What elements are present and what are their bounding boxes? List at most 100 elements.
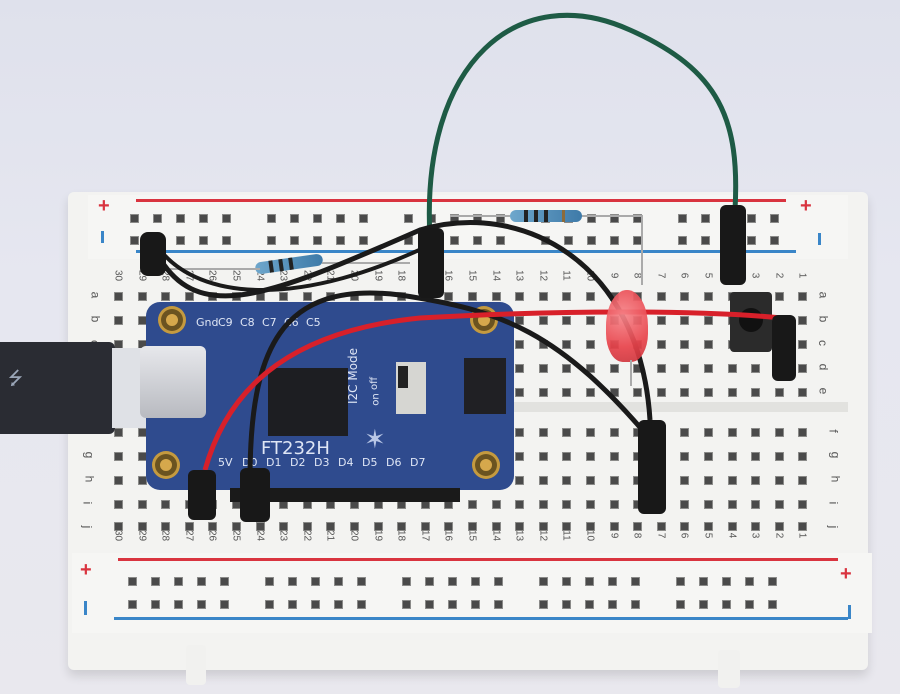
- breadboard-hole[interactable]: [633, 500, 643, 509]
- breadboard-hole[interactable]: [450, 214, 459, 223]
- breadboard-hole[interactable]: [704, 292, 713, 301]
- breadboard-hole[interactable]: [290, 236, 299, 245]
- breadboard-hole[interactable]: [176, 236, 185, 245]
- breadboard-hole[interactable]: [751, 388, 761, 397]
- breadboard-hole[interactable]: [265, 577, 274, 586]
- breadboard-hole[interactable]: [151, 600, 160, 609]
- breadboard-hole[interactable]: [538, 522, 548, 531]
- breadboard-hole[interactable]: [137, 500, 147, 509]
- breadboard-hole[interactable]: [373, 500, 383, 509]
- breadboard-hole[interactable]: [302, 500, 312, 509]
- breadboard-hole[interactable]: [722, 577, 731, 586]
- breadboard-hole[interactable]: [798, 340, 808, 349]
- breadboard-hole[interactable]: [184, 522, 194, 531]
- breadboard-hole[interactable]: [326, 522, 336, 531]
- breadboard-hole[interactable]: [161, 500, 171, 509]
- breadboard-hole[interactable]: [137, 522, 147, 531]
- breadboard-hole[interactable]: [586, 316, 595, 325]
- breadboard-hole[interactable]: [678, 214, 687, 223]
- breadboard-hole[interactable]: [751, 522, 761, 531]
- breadboard-hole[interactable]: [473, 236, 482, 245]
- breadboard-hole[interactable]: [255, 522, 265, 531]
- breadboard-hole[interactable]: [515, 500, 525, 509]
- breadboard-hole[interactable]: [404, 214, 413, 223]
- breadboard-hole[interactable]: [491, 500, 501, 509]
- breadboard-hole[interactable]: [161, 292, 171, 301]
- breadboard-hole[interactable]: [176, 214, 185, 223]
- breadboard-hole[interactable]: [515, 388, 525, 397]
- breadboard-hole[interactable]: [311, 600, 320, 609]
- breadboard-hole[interactable]: [586, 452, 595, 461]
- breadboard-hole[interactable]: [633, 428, 643, 437]
- breadboard-hole[interactable]: [608, 600, 617, 609]
- breadboard-hole[interactable]: [798, 388, 808, 397]
- breadboard-hole[interactable]: [562, 428, 572, 437]
- breadboard-hole[interactable]: [222, 236, 231, 245]
- breadboard-hole[interactable]: [610, 236, 619, 245]
- breadboard-hole[interactable]: [444, 500, 454, 509]
- breadboard-hole[interactable]: [279, 522, 289, 531]
- breadboard-hole[interactable]: [137, 292, 147, 301]
- breadboard-hole[interactable]: [538, 428, 548, 437]
- breadboard-hole[interactable]: [397, 522, 407, 531]
- breadboard-hole[interactable]: [586, 388, 595, 397]
- breadboard-hole[interactable]: [704, 522, 713, 531]
- breadboard-hole[interactable]: [798, 452, 808, 461]
- breadboard-hole[interactable]: [473, 214, 482, 223]
- breadboard-hole[interactable]: [208, 522, 218, 531]
- breadboard-hole[interactable]: [564, 236, 573, 245]
- breadboard-hole[interactable]: [656, 292, 666, 301]
- breadboard-hole[interactable]: [425, 600, 434, 609]
- breadboard-hole[interactable]: [267, 236, 276, 245]
- breadboard-hole[interactable]: [798, 292, 808, 301]
- breadboard-hole[interactable]: [538, 452, 548, 461]
- breadboard-hole[interactable]: [539, 577, 548, 586]
- breadboard-hole[interactable]: [471, 577, 480, 586]
- breadboard-hole[interactable]: [727, 500, 737, 509]
- breadboard-hole[interactable]: [774, 500, 784, 509]
- breadboard-hole[interactable]: [137, 428, 147, 437]
- breadboard-hole[interactable]: [448, 600, 457, 609]
- breadboard-hole[interactable]: [798, 316, 808, 325]
- breadboard-hole[interactable]: [114, 316, 123, 325]
- breadboard-hole[interactable]: [350, 522, 359, 531]
- breadboard-hole[interactable]: [128, 600, 137, 609]
- breadboard-hole[interactable]: [220, 600, 229, 609]
- breadboard-hole[interactable]: [220, 577, 229, 586]
- breadboard-hole[interactable]: [704, 316, 713, 325]
- breadboard-hole[interactable]: [496, 236, 505, 245]
- breadboard-hole[interactable]: [798, 522, 808, 531]
- breadboard-hole[interactable]: [359, 236, 368, 245]
- breadboard-hole[interactable]: [538, 388, 548, 397]
- breadboard-hole[interactable]: [494, 577, 503, 586]
- breadboard-hole[interactable]: [562, 364, 572, 373]
- breadboard-hole[interactable]: [586, 340, 595, 349]
- breadboard-hole[interactable]: [586, 428, 595, 437]
- breadboard-hole[interactable]: [704, 500, 713, 509]
- breadboard-hole[interactable]: [128, 577, 137, 586]
- breadboard-hole[interactable]: [798, 364, 808, 373]
- breadboard-hole[interactable]: [184, 292, 194, 301]
- breadboard-hole[interactable]: [633, 476, 643, 485]
- breadboard-hole[interactable]: [656, 364, 666, 373]
- breadboard-hole[interactable]: [676, 577, 685, 586]
- breadboard-hole[interactable]: [313, 236, 322, 245]
- breadboard-hole[interactable]: [680, 452, 690, 461]
- breadboard-hole[interactable]: [633, 452, 643, 461]
- breadboard-hole[interactable]: [420, 500, 430, 509]
- i2c-mode-switch[interactable]: [396, 362, 426, 414]
- breadboard-hole[interactable]: [137, 452, 147, 461]
- breadboard-hole[interactable]: [774, 476, 784, 485]
- breadboard-hole[interactable]: [656, 340, 666, 349]
- breadboard-hole[interactable]: [114, 292, 123, 301]
- breadboard-hole[interactable]: [334, 600, 343, 609]
- breadboard-hole[interactable]: [538, 500, 548, 509]
- breadboard-hole[interactable]: [798, 500, 808, 509]
- breadboard-hole[interactable]: [768, 600, 777, 609]
- breadboard-hole[interactable]: [680, 522, 690, 531]
- breadboard-hole[interactable]: [633, 364, 643, 373]
- breadboard-hole[interactable]: [114, 476, 123, 485]
- breadboard-hole[interactable]: [609, 364, 619, 373]
- breadboard-hole[interactable]: [130, 236, 139, 245]
- breadboard-hole[interactable]: [174, 577, 183, 586]
